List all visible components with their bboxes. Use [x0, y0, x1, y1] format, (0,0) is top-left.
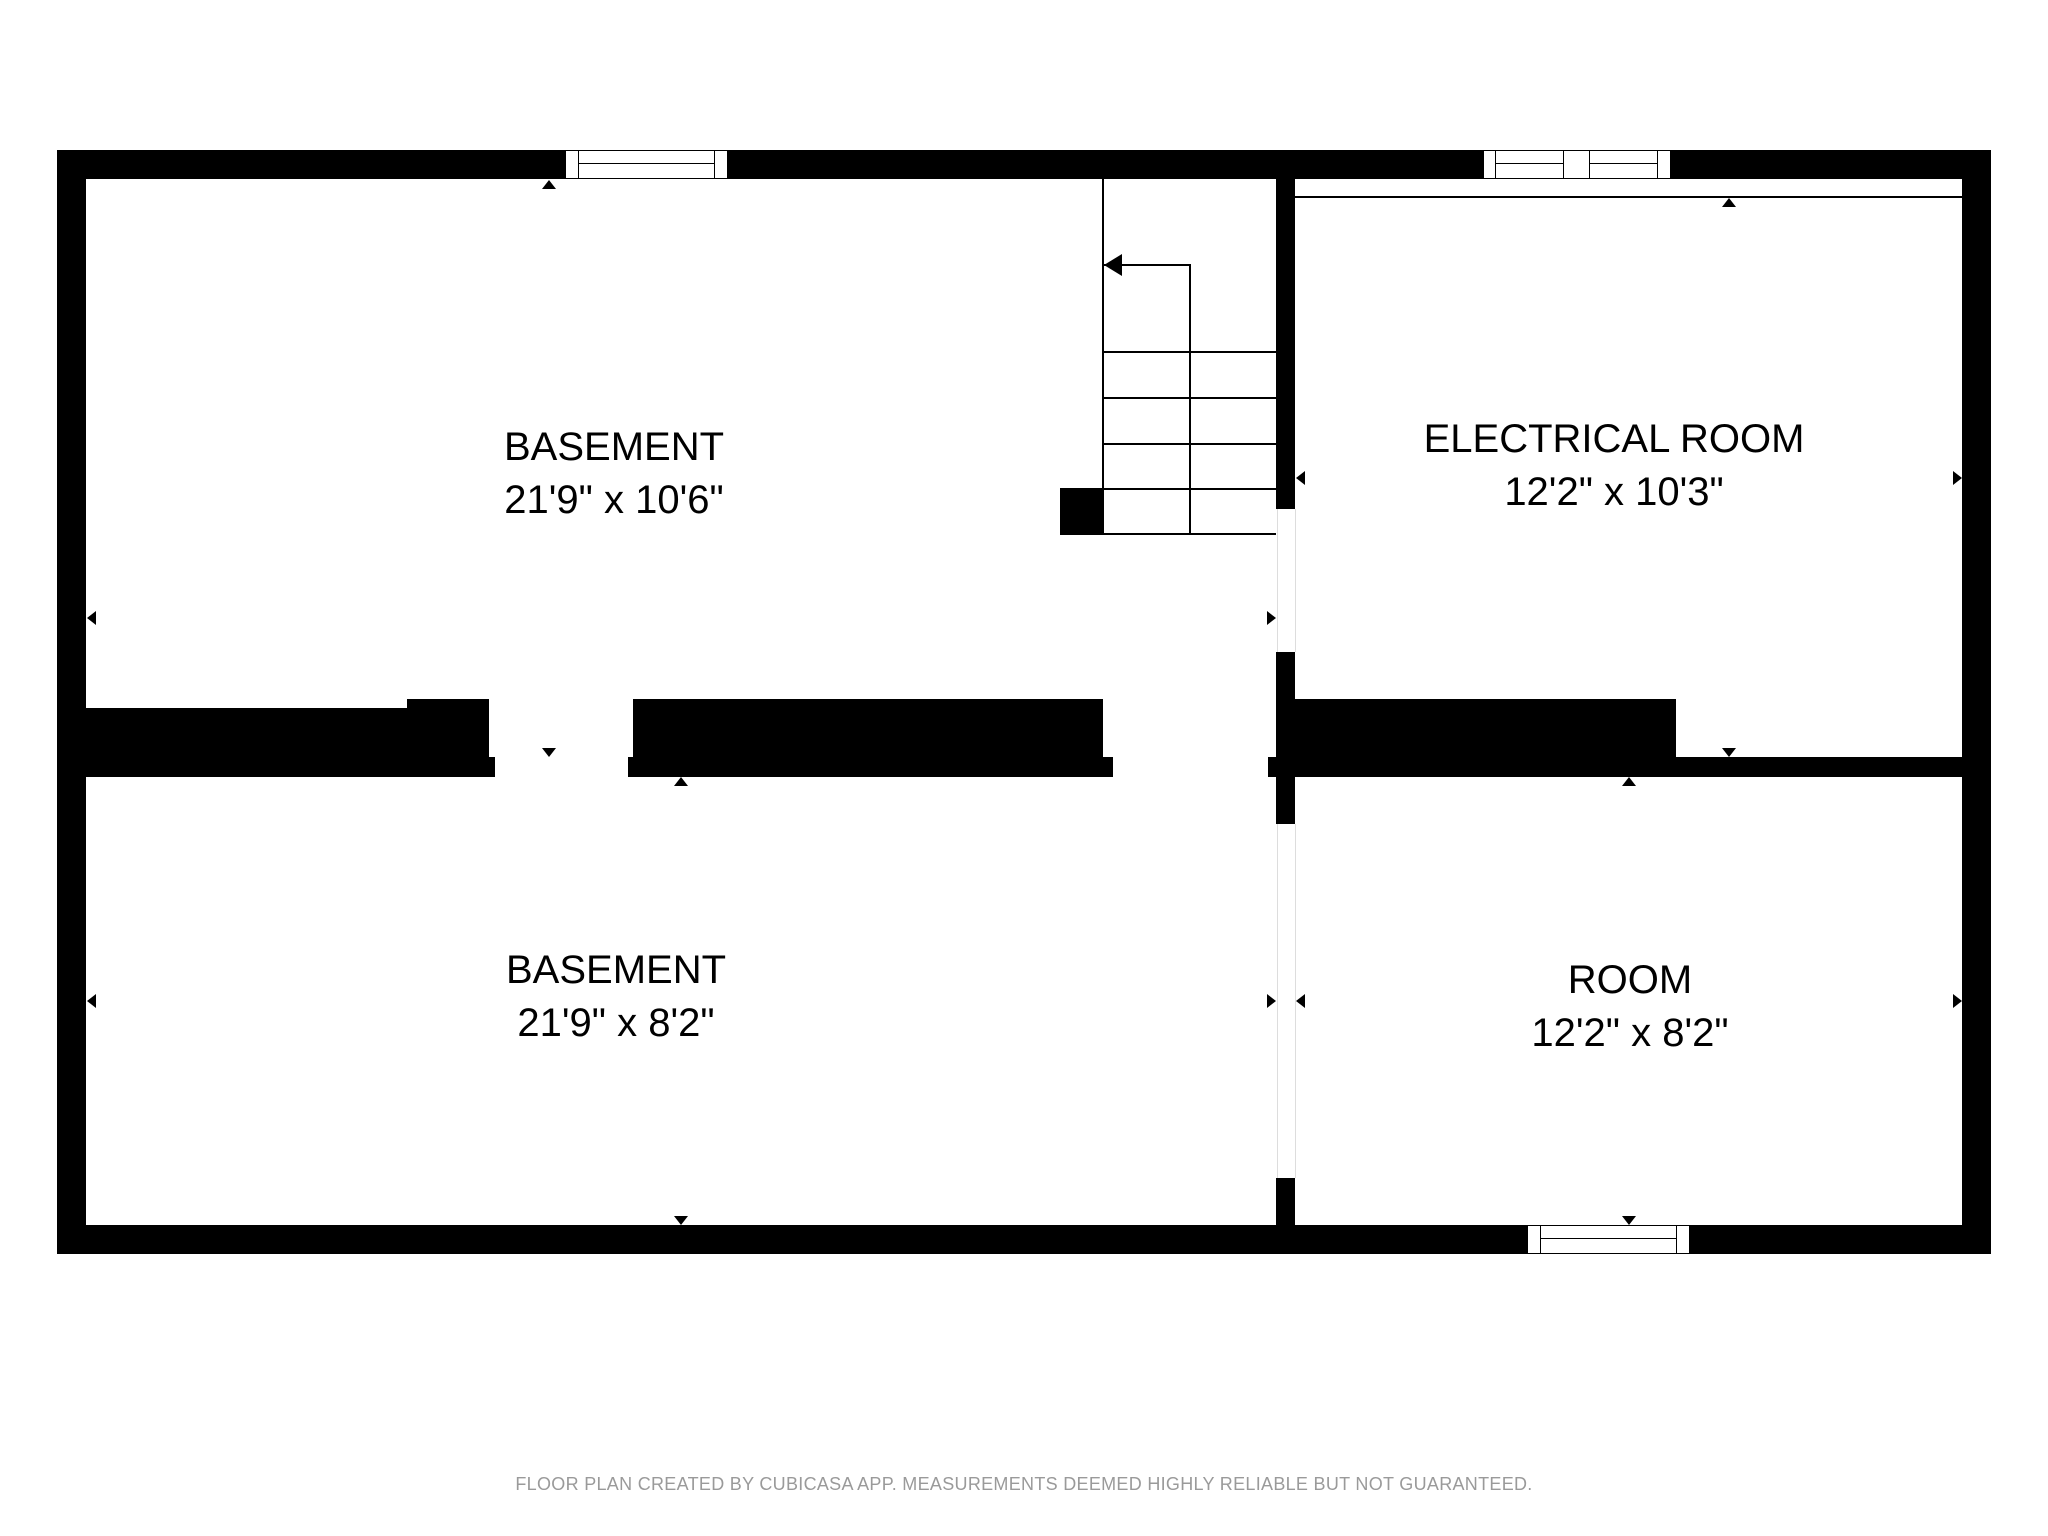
middle-horizontal-wall-left-jamb — [489, 757, 495, 777]
room-label-basement-lower: BASEMENT 21'9" x 8'2" — [506, 950, 726, 1043]
marker-left-icon — [1296, 994, 1305, 1008]
room-dimensions: 21'9" x 8'2" — [517, 1001, 715, 1045]
middle-wall-upper — [1276, 150, 1295, 509]
room-name: BASEMENT — [505, 948, 727, 992]
middle-horizontal-wall-center-jamb-r — [1103, 757, 1113, 777]
marker-up-icon — [1722, 198, 1736, 207]
marker-up-icon — [542, 180, 556, 189]
outer-wall-top — [57, 150, 1991, 179]
room-dimensions: 12'2" x 10'3" — [1504, 470, 1724, 514]
window-top-right — [1483, 150, 1671, 179]
marker-down-icon — [674, 1216, 688, 1225]
marker-down-icon — [1622, 1216, 1636, 1225]
electrical-room-top-line — [1295, 196, 1962, 198]
window-top-left — [565, 150, 728, 179]
middle-horizontal-wall-junction — [1268, 757, 1276, 777]
room-dimensions: 12'2" x 8'2" — [1531, 1011, 1729, 1055]
marker-down-icon — [1722, 748, 1736, 757]
room-name: ELECTRICAL ROOM — [1423, 417, 1805, 461]
disclaimer-footer: FLOOR PLAN CREATED BY CUBICASA APP. MEAS… — [515, 1474, 1533, 1494]
middle-horizontal-wall-right — [1276, 757, 1976, 777]
middle-wall-lower — [1276, 1178, 1295, 1254]
marker-up-icon — [1622, 777, 1636, 786]
stair-post — [1060, 488, 1103, 535]
room-name: BASEMENT — [503, 425, 725, 469]
marker-up-icon — [674, 777, 688, 786]
stair-arrow-icon — [1104, 254, 1122, 276]
marker-left-icon — [1296, 471, 1305, 485]
middle-horizontal-wall-left-bump — [407, 699, 489, 777]
window-bottom-right — [1527, 1225, 1690, 1254]
outer-wall-left — [57, 150, 86, 1254]
marker-right-icon — [1267, 611, 1276, 625]
marker-down-icon — [542, 748, 556, 757]
middle-horizontal-wall-center-jamb-l — [628, 757, 634, 777]
marker-left-icon — [87, 994, 96, 1008]
room-dimensions: 21'9" x 10'6" — [504, 478, 724, 522]
outer-wall-right — [1962, 150, 1991, 1254]
middle-horizontal-wall-center — [633, 699, 1103, 777]
doorway-room — [1277, 824, 1296, 1178]
room-label-room: ROOM 12'2" x 8'2" — [1531, 960, 1728, 1053]
room-label-electrical-room: ELECTRICAL ROOM 12'2" x 10'3" — [1424, 419, 1805, 512]
room-label-basement-upper: BASEMENT 21'9" x 10'6" — [504, 427, 724, 520]
marker-left-icon — [87, 611, 96, 625]
middle-wall-mid — [1276, 652, 1295, 824]
outer-wall-bottom — [57, 1225, 1991, 1254]
marker-right-icon — [1267, 994, 1276, 1008]
middle-horizontal-wall-left — [86, 708, 409, 777]
marker-right-icon — [1953, 471, 1962, 485]
doorway-electrical — [1277, 509, 1296, 652]
room-name: ROOM — [1567, 958, 1693, 1002]
marker-right-icon — [1953, 994, 1962, 1008]
